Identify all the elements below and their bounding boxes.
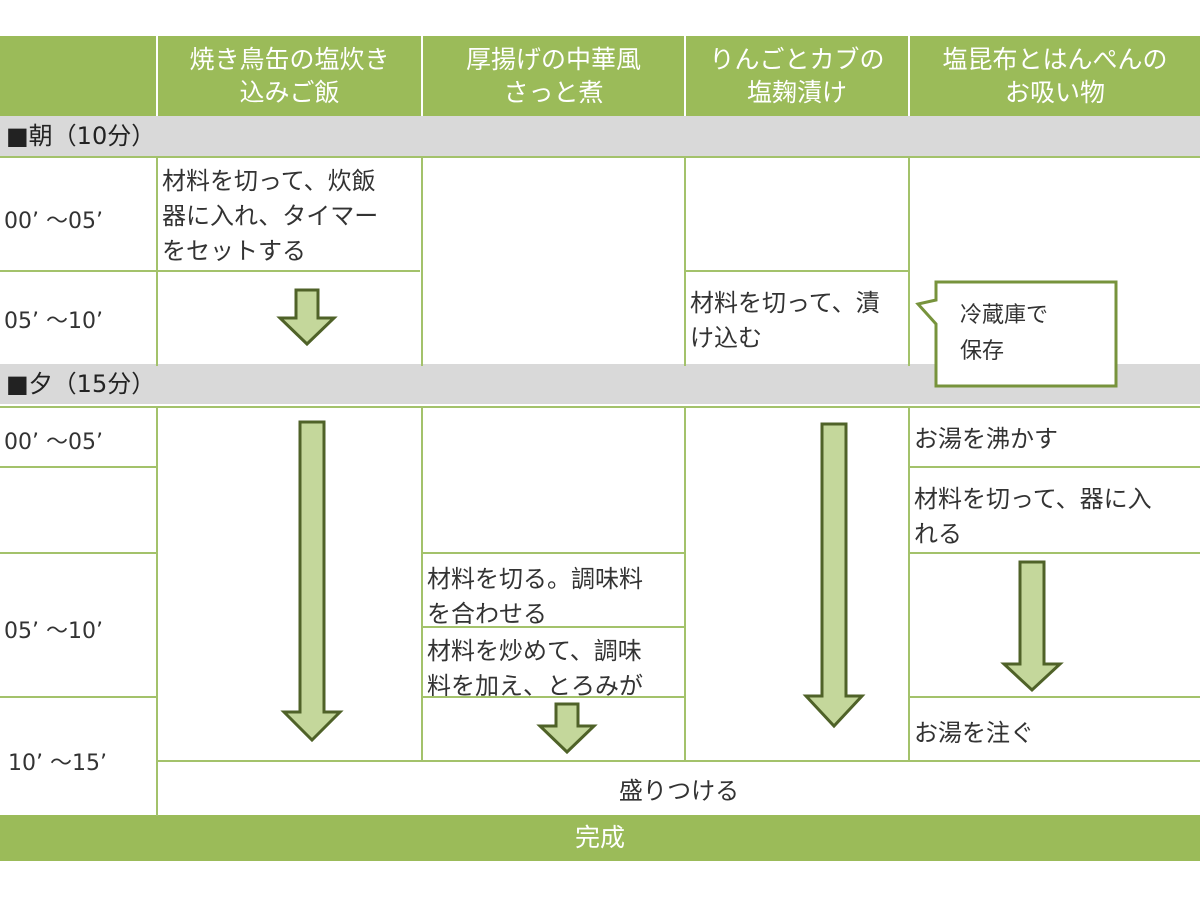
soup-cut-line1: 材料を切って、器に入 [914, 485, 1152, 513]
apple-step1-text: 材料を切って、漬 け込む [686, 282, 908, 360]
grid-line [423, 696, 685, 698]
time-evening-0: 00’ ～05’ [4, 430, 103, 455]
rice-step1-line2: 器に入れ、タイマー [162, 202, 379, 230]
header-soup: 塩昆布とはんぺんの お吸い物 [910, 36, 1200, 116]
header-apple-line2: 塩麹漬け [746, 78, 847, 107]
grid-line [0, 270, 420, 272]
grid-line [910, 466, 1200, 468]
header-tofu-line1: 厚揚げの中華風 [465, 45, 641, 74]
down-arrow-icon [276, 288, 338, 347]
header-soup-line2: お吸い物 [1004, 78, 1105, 107]
tofu-cut-line2: を合わせる [427, 600, 547, 628]
callout-box [915, 280, 1118, 388]
header-apple-line1: りんごとカブの [709, 45, 885, 74]
grid-line [0, 156, 1200, 158]
serve-text: 盛りつける [618, 777, 740, 805]
header-soup-line1: 塩昆布とはんぺんの [942, 45, 1168, 74]
callout-text: 冷蔵庫で 保存 [960, 298, 1048, 370]
callout-line1: 冷蔵庫で [960, 303, 1049, 328]
down-arrow-icon [802, 422, 866, 729]
grid-line [421, 406, 423, 762]
soup-cut-line2: れる [914, 520, 962, 548]
tofu-fry-line2: 料を加え、とろみが [427, 672, 643, 700]
rice-step1-line3: をセットする [162, 237, 306, 265]
header-tofu-line2: さっと煮 [503, 78, 604, 107]
time-morning-1: 05’ ～10’ [4, 309, 103, 334]
grid-line [423, 626, 685, 628]
complete-bar: 完成 [0, 815, 1200, 861]
header-blank [0, 36, 156, 116]
grid-line [156, 406, 158, 816]
grid-line [0, 552, 156, 554]
apple-step1-line1: 材料を切って、漬 [690, 289, 880, 317]
time-evening-2: 10’ ～15’ [8, 751, 107, 776]
grid-line [156, 156, 158, 366]
header-tofu: 厚揚げの中華風 さっと煮 [423, 36, 684, 116]
time-evening-1: 05’ ～10’ [4, 619, 103, 644]
soup-pour-text: お湯を注ぐ [914, 719, 1034, 747]
grid-line [423, 552, 685, 554]
tofu-fry-line1: 材料を炒めて、調味 [427, 637, 642, 665]
down-arrow-icon [1000, 560, 1064, 693]
grid-line [910, 552, 1200, 554]
grid-line [684, 156, 686, 366]
grid-line [684, 406, 686, 762]
rice-step1-line1: 材料を切って、炊飯 [162, 167, 376, 195]
grid-line [0, 696, 156, 698]
grid-line [686, 270, 908, 272]
tofu-fry-text: 材料を炒めて、調味 料を加え、とろみが [423, 630, 685, 708]
grid-line [910, 696, 1200, 698]
grid-line [421, 156, 423, 366]
apple-step1-line2: け込む [690, 324, 762, 352]
grid-line [908, 406, 910, 762]
grid-line [908, 156, 910, 366]
header-rice-line2: 込みご飯 [239, 78, 340, 107]
tofu-cut-line1: 材料を切る。調味料 [427, 565, 643, 593]
header-rice-line1: 焼き鳥缶の塩炊き [189, 45, 390, 74]
time-morning-0: 00’ ～05’ [4, 209, 103, 234]
soup-boil-text: お湯を沸かす [914, 425, 1058, 453]
grid-line [156, 760, 1200, 762]
section-morning: ■朝（10分） [0, 116, 1200, 156]
soup-cut-text: 材料を切って、器に入 れる [910, 478, 1200, 556]
tofu-cut-text: 材料を切る。調味料 を合わせる [423, 558, 685, 636]
down-arrow-icon [536, 702, 598, 755]
down-arrow-icon [280, 420, 344, 743]
header-rice: 焼き鳥缶の塩炊き 込みご飯 [158, 36, 421, 116]
header-apple: りんごとカブの 塩麹漬け [686, 36, 908, 116]
grid-line [0, 466, 156, 468]
rice-step1-text: 材料を切って、炊飯 器に入れ、タイマー をセットする [158, 160, 420, 273]
callout-line2: 保存 [960, 339, 1005, 364]
grid-line [0, 406, 1200, 408]
